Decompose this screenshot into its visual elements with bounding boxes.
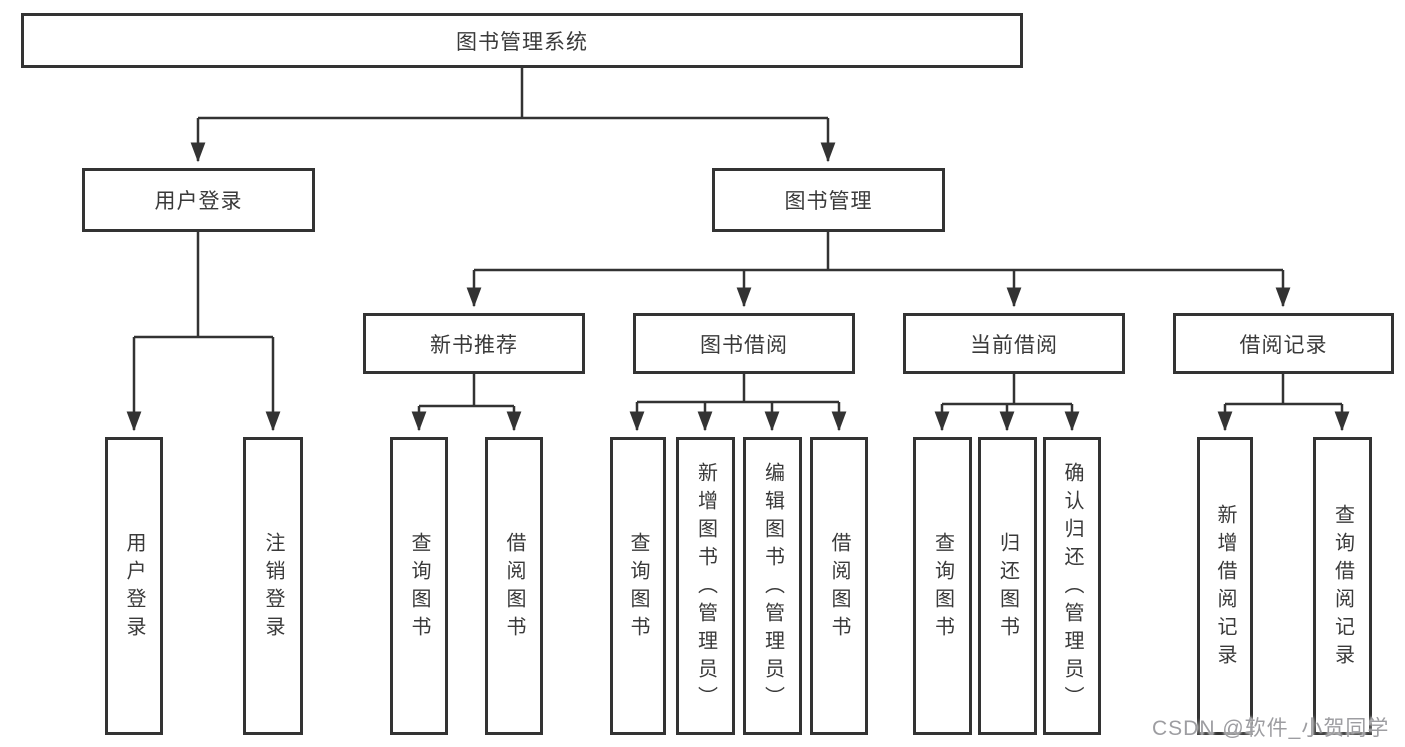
node-book-borrow: 图书借阅 <box>633 313 855 374</box>
node-current-borrow: 当前借阅 <box>903 313 1125 374</box>
leaf-return-books: 归还图书 <box>978 437 1037 735</box>
leaf-query-books-current: 查询图书 <box>913 437 972 735</box>
leaf-query-books-borrow: 查询图书 <box>610 437 666 735</box>
leaf-edit-books-admin: 编辑图书（管理员） <box>743 437 802 735</box>
leaf-add-borrow-record: 新增借阅记录 <box>1197 437 1253 735</box>
node-book-management: 图书管理 <box>712 168 945 232</box>
node-user-login: 用户登录 <box>82 168 315 232</box>
leaf-confirm-return-admin: 确认归还（管理员） <box>1043 437 1101 735</box>
watermark: CSDN @软件_小贺同学 <box>1152 717 1390 740</box>
node-new-book-recommend: 新书推荐 <box>363 313 585 374</box>
node-library-management-system: 图书管理系统 <box>21 13 1023 68</box>
leaf-logout: 注销登录 <box>243 437 303 735</box>
leaf-borrow-books-recommend: 借阅图书 <box>485 437 543 735</box>
leaf-query-borrow-record: 查询借阅记录 <box>1313 437 1372 735</box>
leaf-user-login: 用户登录 <box>105 437 163 735</box>
leaf-query-books-recommend: 查询图书 <box>390 437 448 735</box>
node-borrow-records: 借阅记录 <box>1173 313 1394 374</box>
leaf-add-books-admin: 新增图书（管理员） <box>676 437 735 735</box>
leaf-borrow-books: 借阅图书 <box>810 437 868 735</box>
